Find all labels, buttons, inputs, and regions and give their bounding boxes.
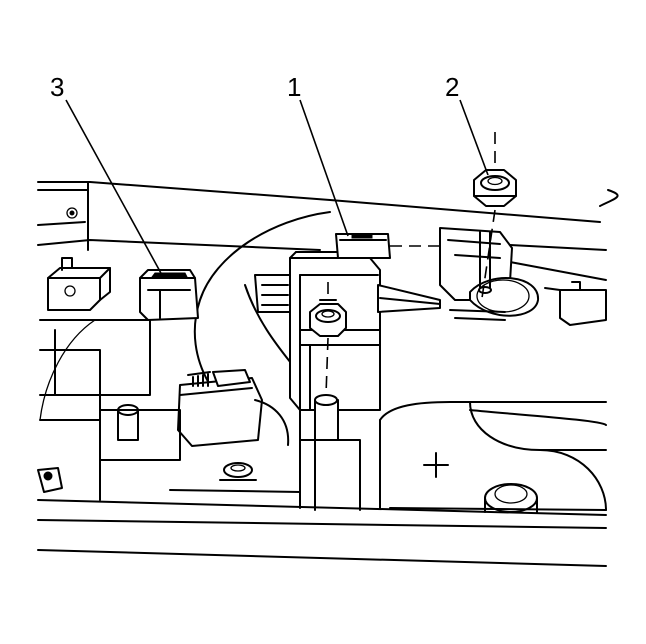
left-bracket — [39, 257, 151, 421]
connector-1 — [335, 233, 391, 259]
callout-2: 2 — [445, 72, 459, 102]
lower-right-block — [379, 401, 607, 513]
lower-left-fastener — [37, 467, 63, 493]
leader-3 — [65, 99, 163, 276]
bottom-fastener — [219, 462, 257, 481]
hex-nut-icon — [473, 169, 517, 207]
module-stud — [299, 394, 361, 511]
leader-2 — [459, 99, 489, 176]
alignment-lines — [325, 132, 496, 396]
module-nut — [309, 299, 347, 337]
side-connector — [254, 274, 293, 313]
vehicle-frame — [37, 181, 619, 281]
left-post — [99, 404, 181, 501]
connector-3 — [139, 269, 199, 321]
leader-1 — [299, 99, 349, 237]
harness-connector — [177, 369, 290, 447]
callout-1: 1 — [287, 72, 301, 102]
lever-stud — [478, 231, 492, 294]
callout-3: 3 — [50, 72, 64, 102]
bottom-rails — [37, 489, 607, 567]
positive-terminal-icon — [423, 452, 449, 478]
shift-lever-base — [439, 227, 607, 326]
leader-lines — [65, 99, 489, 276]
